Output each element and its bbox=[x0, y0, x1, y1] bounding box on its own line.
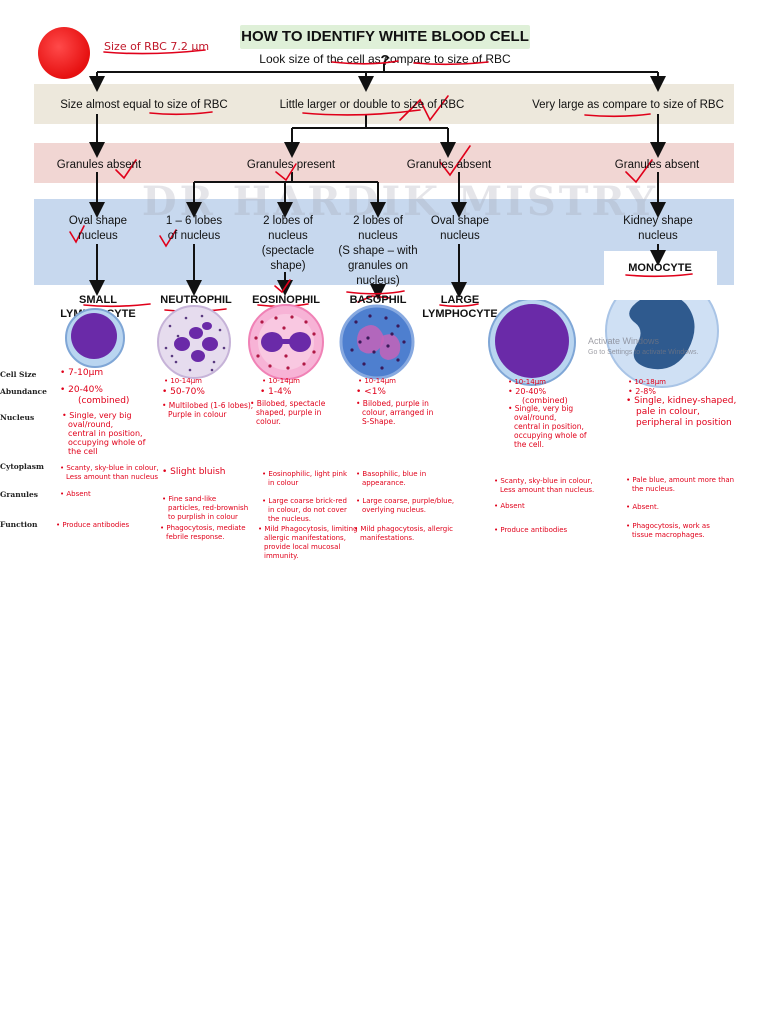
basophil-nucleus: • Bilobed, purple in colour, arranged in… bbox=[356, 399, 434, 426]
rbc-circle bbox=[38, 27, 90, 79]
large-lymphocyte-abundance: • 20-40% (combined) bbox=[508, 387, 568, 405]
eosinophil-image bbox=[248, 304, 324, 380]
neutrophil-function: • Phagocytosis, mediate febrile response… bbox=[160, 524, 246, 541]
neutrophil-granules: • Fine sand-like particles, red-brownish… bbox=[162, 495, 249, 521]
size-band bbox=[34, 84, 734, 124]
basophil-function: • Mild phagocytosis, allergic manifestat… bbox=[354, 525, 454, 542]
node-size-equal: Size almost equal to size of RBC bbox=[60, 99, 228, 111]
node-size-very-large: Very large as compare to size of RBC bbox=[532, 99, 724, 111]
activate-windows-overlay: Activate Windows Go to Settings to activ… bbox=[588, 336, 699, 356]
label-eosinophil: EOSINOPHIL bbox=[252, 294, 320, 306]
basophil-image bbox=[339, 304, 415, 380]
eosinophil-nucleus: • Bilobed, spectacle shaped, purple in c… bbox=[250, 399, 326, 426]
row-label-granules: Granules bbox=[0, 490, 38, 499]
row-label-cell-size: Cell Size bbox=[0, 370, 37, 379]
small-lymphocyte-function: • Produce antibodies bbox=[56, 521, 130, 529]
label-large-lymphocyte: LARGE LYMPHOCYTE bbox=[422, 294, 498, 320]
node-two-lobes-spectacle: 2 lobes of nucleus (spectacle shape) bbox=[261, 215, 315, 272]
node-granules-present: Granules present bbox=[246, 159, 336, 171]
large-lymphocyte-size: • 10-14µm bbox=[508, 378, 546, 386]
node-granules-absent-b: Granules absent bbox=[406, 159, 492, 171]
node-two-lobes-s-shape: 2 lobes of nucleus (S shape – with granu… bbox=[338, 215, 418, 287]
monocyte-image bbox=[605, 300, 719, 388]
rbc-size-label: Size of RBC 7.2 µm bbox=[104, 40, 210, 53]
node-granules-absent-a: Granules absent bbox=[56, 159, 142, 171]
label-neutrophil: NEUTROPHIL bbox=[160, 294, 232, 306]
neutrophil-abundance: • 50-70% bbox=[162, 387, 205, 397]
small-lymphocyte-image bbox=[65, 308, 125, 368]
small-lymphocyte-abundance: • 20-40% (combined) bbox=[60, 385, 130, 406]
large-lymphocyte-image bbox=[488, 300, 576, 386]
eosinophil-size: • 10-14µm bbox=[262, 377, 300, 385]
monocyte-size: • 10-18µm bbox=[628, 378, 666, 386]
small-lymphocyte-size: • 7-10µm bbox=[60, 368, 104, 378]
page-title: HOW TO IDENTIFY WHITE BLOOD CELL ? bbox=[240, 25, 530, 69]
subtitle: Look size of the cell as compare to size… bbox=[259, 52, 511, 66]
monocyte-function: • Phagocytosis, work as tissue macrophag… bbox=[626, 522, 710, 539]
small-lymphocyte-nucleus: • Single, very big oval/round, central i… bbox=[62, 411, 146, 456]
granules-band bbox=[34, 143, 734, 183]
monocyte-cytoplasm: • Pale blue, amount more than the nucleu… bbox=[626, 476, 735, 493]
cell-illustrations bbox=[65, 300, 719, 388]
monocyte-abundance: • 2-8% bbox=[628, 387, 656, 396]
neutrophil-size: • 10-14µm bbox=[164, 377, 202, 385]
monocyte-granules: • Absent. bbox=[626, 503, 659, 511]
node-kidney-nucleus: Kidney shape nucleus bbox=[623, 215, 693, 242]
eosinophil-cytoplasm: • Eosinophilic, light pink in colour bbox=[262, 470, 348, 487]
small-lymphocyte-cytoplasm: • Scanty, sky-blue in colour, Less amoun… bbox=[60, 464, 159, 481]
node-oval-nucleus-a: Oval shape nucleus bbox=[68, 215, 128, 242]
neutrophil-image bbox=[157, 305, 231, 379]
row-label-nucleus: Nucleus bbox=[0, 413, 35, 422]
node-lobes-1-6: 1 – 6 lobes of nucleus bbox=[165, 215, 223, 242]
label-monocyte: MONOCYTE bbox=[628, 262, 692, 274]
large-lymphocyte-granules: • Absent bbox=[494, 502, 525, 510]
neutrophil-cytoplasm: • Slight bluish bbox=[162, 467, 226, 477]
large-lymphocyte-cytoplasm: • Scanty, sky-blue in colour, Less amoun… bbox=[494, 477, 595, 494]
row-label-cytoplasm: Cytoplasm bbox=[0, 462, 44, 471]
basophil-size: • 10-14µm bbox=[358, 377, 396, 385]
row-label-function: Function bbox=[0, 520, 38, 529]
watermark: DR HARDIK MISTRY bbox=[141, 178, 659, 225]
eosinophil-abundance: • 1-4% bbox=[260, 387, 292, 397]
large-lymphocyte-function: • Produce antibodies bbox=[494, 526, 568, 534]
eosinophil-granules: • Large coarse brick-red in colour, do n… bbox=[262, 497, 347, 523]
flowchart-connectors bbox=[69, 49, 693, 313]
large-lymphocyte-nucleus: • Single, very big oval/round, central i… bbox=[508, 404, 587, 449]
node-granules-absent-c: Granules absent bbox=[614, 159, 700, 171]
small-lymphocyte-granules: • Absent bbox=[60, 490, 91, 498]
node-oval-nucleus-b: Oval shape nucleus bbox=[430, 215, 490, 242]
monocyte-nucleus: • Single, kidney-shaped, pale in colour,… bbox=[626, 396, 737, 428]
row-label-abundance: Abundance bbox=[0, 387, 47, 396]
label-basophil: BASOPHIL bbox=[349, 294, 407, 306]
basophil-granules: • Large coarse, purple/blue, overlying n… bbox=[356, 497, 455, 514]
eosinophil-function: • Mild Phagocytosis, limiting allergic m… bbox=[258, 525, 358, 560]
neutrophil-nucleus: • Multilobed (1-6 lobes), Purple in colo… bbox=[162, 401, 254, 419]
basophil-abundance: • <1% bbox=[356, 387, 386, 397]
basophil-cytoplasm: • Basophilic, blue in appearance. bbox=[356, 470, 427, 487]
node-size-larger: Little larger or double to size of RBC bbox=[279, 99, 465, 111]
